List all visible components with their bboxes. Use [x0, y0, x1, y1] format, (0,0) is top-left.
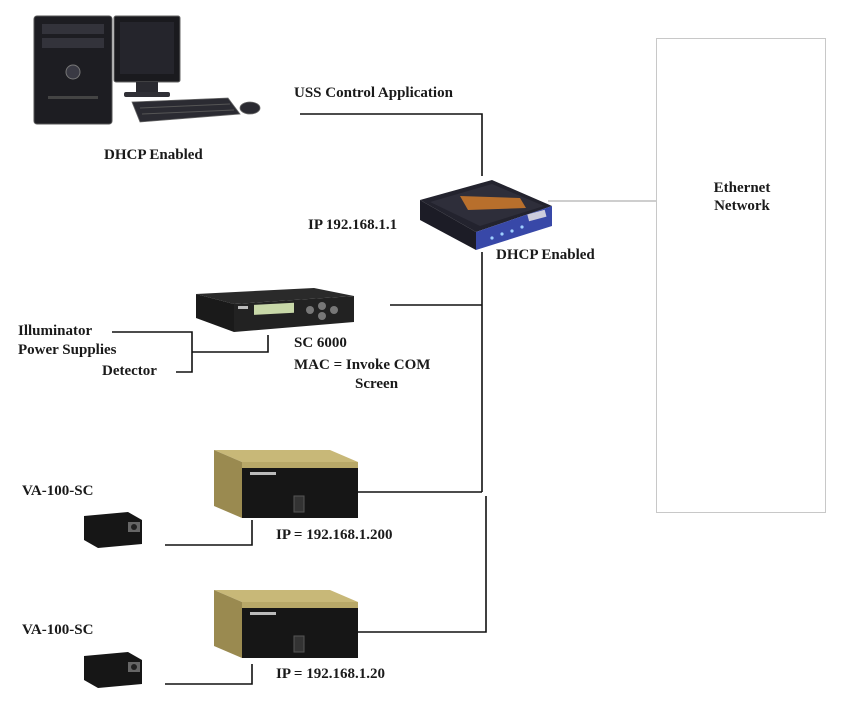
network-label: Ethernet Network: [657, 179, 827, 215]
uss-control-app-label: USS Control Application: [294, 85, 453, 101]
ethernet-network-box: Ethernet Network: [656, 38, 826, 513]
sensor-icon: [84, 512, 142, 548]
line-pc-to-router: [300, 113, 483, 176]
router-icon: [420, 180, 552, 250]
router-dhcp-label: DHCP Enabled: [496, 247, 595, 263]
router-ip-label: IP 192.168.1.1: [308, 217, 398, 233]
va-box-icon: [214, 450, 358, 518]
line-sc-to-detectors: [192, 335, 269, 353]
line-va2-to-bus: [358, 496, 487, 633]
sc6000-icon: [196, 288, 354, 332]
va2-label: VA-100-SC: [22, 622, 94, 638]
va1-ip-label: IP = 192.168.1.200: [276, 527, 393, 543]
illuminator-label-line1: Illuminator: [18, 323, 93, 339]
va1-label: VA-100-SC: [22, 483, 94, 499]
line-va2-sensor: [165, 664, 253, 685]
sensor-icon: [84, 652, 142, 688]
sc-model-label: SC 6000: [294, 335, 347, 351]
sc-mac-label-line1: MAC = Invoke COM: [294, 357, 431, 373]
illuminator-label-line2: Power Supplies: [18, 342, 117, 358]
line-illuminator: [112, 331, 193, 373]
network-label-line2: Network: [714, 198, 770, 214]
sc-mac-label-line2: Screen: [355, 376, 399, 392]
va-box-icon: [214, 590, 358, 658]
detector-label: Detector: [102, 363, 157, 379]
va2-ip-label: IP = 192.168.1.20: [276, 666, 385, 682]
computer-icon: [33, 15, 261, 125]
network-label-line1: Ethernet: [713, 180, 771, 196]
line-va1-sensor: [165, 520, 253, 546]
pc-dhcp-label: DHCP Enabled: [104, 147, 203, 163]
